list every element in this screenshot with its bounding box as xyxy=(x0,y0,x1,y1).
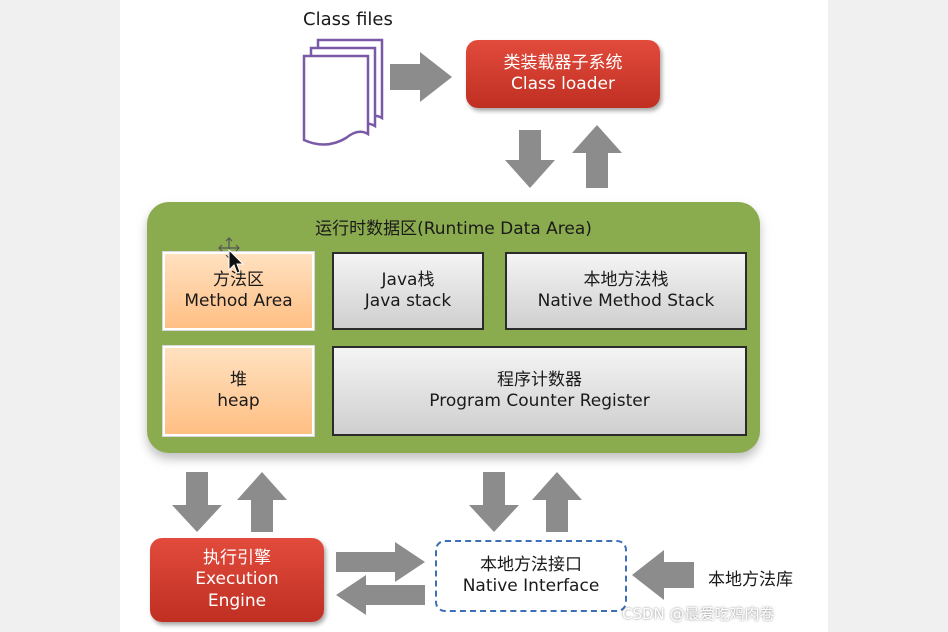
class-loader-zh: 类装载器子系统 xyxy=(503,52,623,73)
native-interface-en: Native Interface xyxy=(462,576,600,596)
java-stack-box: Java栈 Java stack xyxy=(332,252,484,330)
arrow-interface-to-engine xyxy=(336,575,425,615)
heap-box: 堆 heap xyxy=(163,346,314,436)
arrow-area-to-interface-down xyxy=(469,472,519,532)
runtime-data-area-title: 运行时数据区(Runtime Data Area) xyxy=(315,219,592,239)
class-loader-box: 类装载器子系统 Class loader xyxy=(466,40,660,108)
program-counter-box: 程序计数器 Program Counter Register xyxy=(332,346,747,436)
arrow-engine-to-area-up xyxy=(237,472,287,532)
heap-en: heap xyxy=(217,391,260,411)
class-files-label: Class files xyxy=(303,9,393,30)
arrow-loader-down xyxy=(505,130,555,188)
class-loader-en: Class loader xyxy=(511,74,615,94)
native-interface-zh: 本地方法接口 xyxy=(480,554,582,575)
heap-zh: 堆 xyxy=(230,369,247,390)
execution-engine-en2: Engine xyxy=(207,590,267,611)
native-library-label: 本地方法库 xyxy=(708,570,793,590)
arrow-loader-up xyxy=(572,125,622,188)
arrow-interface-to-area-up xyxy=(532,472,582,532)
native-method-stack-zh: 本地方法栈 xyxy=(583,269,669,290)
arrow-engine-to-interface xyxy=(336,542,425,582)
mouse-cursor-icon xyxy=(218,237,245,274)
program-counter-en: Program Counter Register xyxy=(429,391,650,411)
java-stack-zh: Java栈 xyxy=(381,269,435,290)
native-method-stack-en: Native Method Stack xyxy=(537,291,715,311)
class-files-icon xyxy=(302,38,384,146)
program-counter-zh: 程序计数器 xyxy=(497,369,582,390)
native-interface-box: 本地方法接口 Native Interface xyxy=(435,540,627,612)
method-area-en: Method Area xyxy=(184,291,293,311)
method-area-zh: 方法区 xyxy=(213,269,264,290)
native-method-stack-box: 本地方法栈 Native Method Stack xyxy=(505,252,747,330)
arrow-files-to-loader xyxy=(390,52,452,102)
watermark: CSDN @最爱吃鸡肉卷 xyxy=(622,605,775,623)
execution-engine-box: 执行引擎 Execution Engine xyxy=(150,538,324,622)
java-stack-en: Java stack xyxy=(364,291,452,311)
arrow-area-to-engine-down xyxy=(172,472,222,532)
arrow-library-to-interface xyxy=(632,550,694,600)
execution-engine-en1: Execution xyxy=(195,569,279,590)
method-area-box: 方法区 Method Area xyxy=(163,252,314,330)
execution-engine-zh: 执行引擎 xyxy=(203,548,271,569)
